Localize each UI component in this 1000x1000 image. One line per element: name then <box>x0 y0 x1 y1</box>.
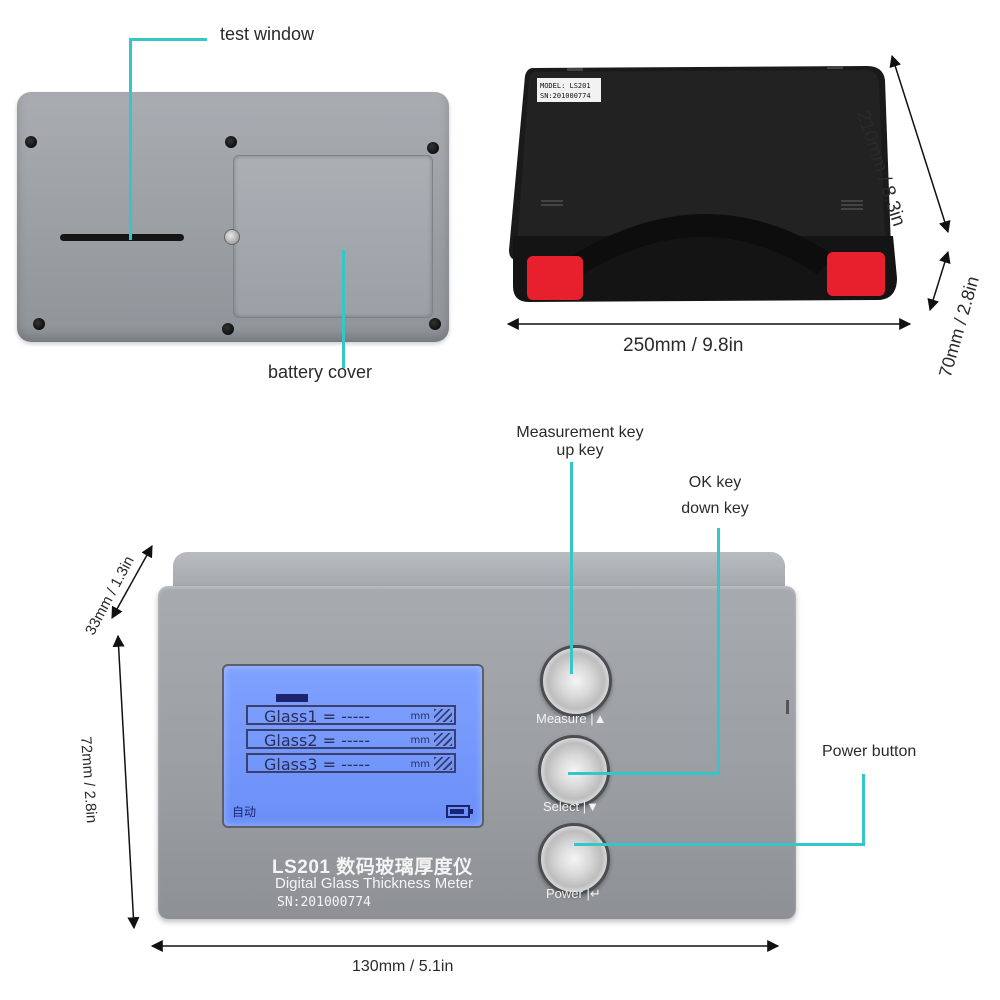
row-unit: mm <box>410 759 430 770</box>
power-button[interactable] <box>538 823 610 895</box>
row-value: ----- <box>341 731 370 750</box>
row-value: ----- <box>341 707 370 726</box>
power-button-callout-line <box>862 774 865 846</box>
case-width-label: 250mm / 9.8in <box>623 335 744 356</box>
row-hatch <box>434 709 452 722</box>
case-sticker-sn: SN:201000774 <box>540 92 591 100</box>
device-height-arrow <box>112 634 140 930</box>
row-label: Glass1 = <box>264 707 336 726</box>
measure-button[interactable] <box>540 645 612 717</box>
device-subtitle: Digital Glass Thickness Meter <box>275 875 474 892</box>
device-top-edge <box>173 552 785 592</box>
case-latch-left <box>527 256 583 300</box>
ok-key-label-line2: down key <box>681 500 749 517</box>
test-window-slot <box>60 234 184 241</box>
battery-cover-callout-line <box>342 250 345 368</box>
case-vents <box>541 66 863 210</box>
ok-key-callout-line <box>568 772 720 775</box>
case-depth-arrow <box>889 54 951 234</box>
row-hatch <box>434 757 452 770</box>
test-window-callout-line <box>129 38 207 41</box>
test-window-label: test window <box>220 24 315 44</box>
measure-button-label: Measure |▲ <box>536 711 607 726</box>
power-button-callout-line <box>574 843 865 846</box>
power-button-callout-label: Power button <box>822 743 917 760</box>
battery-cover-label: battery cover <box>268 362 373 382</box>
screen-row-glass1: Glass1 = ----- mm <box>246 705 456 726</box>
device-serial-number: SN:201000774 <box>277 895 371 910</box>
measurement-key-label-line1: Measurement key <box>516 424 644 441</box>
screen-mode-text: 自动 <box>232 805 257 819</box>
lcd-screen: Glass1 = ----- mm Glass2 = ----- mm Glas… <box>222 664 484 828</box>
ok-key-callout-line <box>717 528 720 774</box>
measurement-key-label: Measurement key up key <box>505 424 655 460</box>
row-hatch <box>434 733 452 746</box>
measurement-key-callout-line <box>570 462 573 674</box>
screw <box>427 142 439 154</box>
screw <box>429 318 441 330</box>
device-width-label: 130mm / 5.1in <box>352 958 454 975</box>
select-button[interactable] <box>538 735 610 807</box>
ok-key-label-line1: OK key <box>688 474 742 491</box>
case-lid-top <box>517 70 885 246</box>
case-handle <box>565 213 835 274</box>
screw <box>33 318 45 330</box>
device-thickness-arrow <box>111 544 153 620</box>
case-sticker-model: MODEL: LS201 <box>540 82 591 90</box>
screen-row-glass2: Glass2 = ----- mm <box>246 729 456 750</box>
row-label: Glass3 = <box>264 755 336 774</box>
screw <box>225 136 237 148</box>
power-button-label: Power |↵ <box>546 886 601 901</box>
screw <box>222 323 234 335</box>
side-port <box>786 700 789 714</box>
test-window-callout-line <box>129 38 132 240</box>
battery-cover-screw <box>224 229 240 245</box>
device-title: LS201 数码玻璃厚度仪 <box>272 857 473 878</box>
battery-icon <box>446 805 473 818</box>
screw <box>25 136 37 148</box>
row-unit: mm <box>410 735 430 746</box>
ok-key-label: OK key down key <box>665 470 765 522</box>
screen-selection-tab <box>276 694 308 702</box>
measurement-key-label-line2: up key <box>556 442 604 459</box>
case-latch-right <box>827 252 885 296</box>
select-button-label: Select |▼ <box>543 799 599 814</box>
carrying-case-illustration: MODEL: LS201 SN:201000774 <box>509 66 897 302</box>
case-sticker <box>537 78 601 102</box>
row-unit: mm <box>410 711 430 722</box>
screen-row-glass3: Glass3 = ----- mm <box>246 753 456 774</box>
row-value: ----- <box>341 755 370 774</box>
row-label: Glass2 = <box>264 731 336 750</box>
case-height-arrow <box>927 250 951 312</box>
